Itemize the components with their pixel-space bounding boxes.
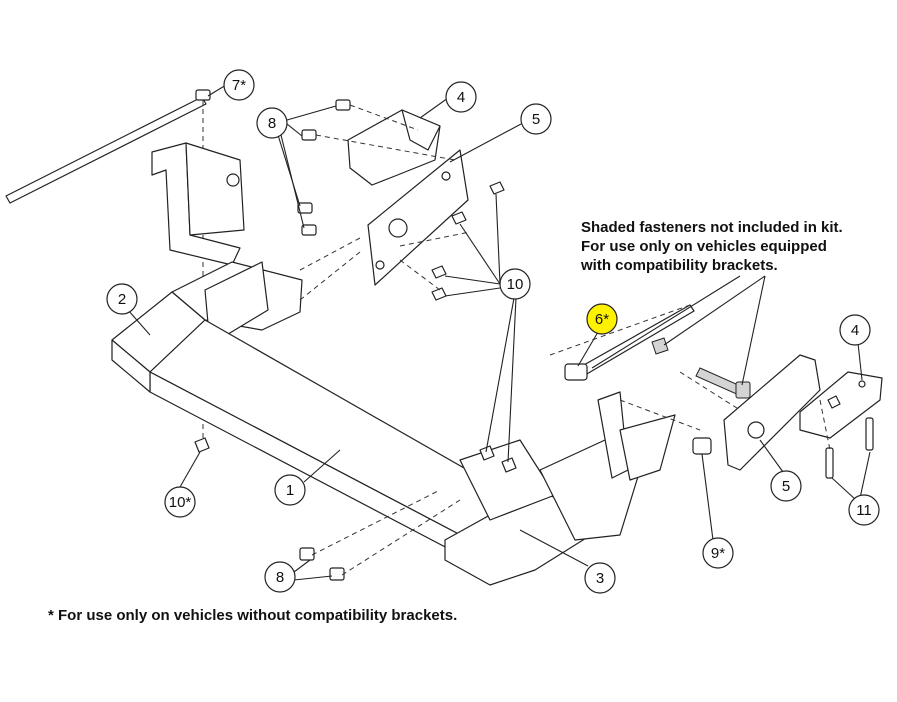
part-4-bracket-top <box>347 109 441 186</box>
callout-4-top: 4 <box>445 81 477 113</box>
nuts <box>194 181 841 473</box>
assembly-lines <box>299 104 831 576</box>
part-11-bolts <box>825 417 874 479</box>
callout-10: 10 <box>499 268 531 300</box>
note-line-2: For use only on vehicles equipped <box>581 238 827 255</box>
callout-11: 11 <box>848 494 880 526</box>
note-line-3: with compatibility brackets. <box>581 257 778 274</box>
svg-text:1: 1 <box>286 482 294 499</box>
part-4-bracket-right <box>799 371 883 439</box>
part-2-left-bracket <box>111 142 303 373</box>
svg-text:4: 4 <box>851 322 859 339</box>
svg-text:5: 5 <box>782 478 790 495</box>
svg-text:8: 8 <box>268 115 276 132</box>
callout-1: 1 <box>274 474 306 506</box>
note-line-1: Shaded fasteners not included in kit. <box>581 219 843 236</box>
svg-text:11: 11 <box>856 502 872 519</box>
callout-6: 6* <box>586 303 618 335</box>
part-3-right-bracket <box>444 391 676 586</box>
callout-3: 3 <box>584 562 616 594</box>
shaded-bolt <box>695 367 751 399</box>
part-8-bolts-bottom <box>299 547 345 581</box>
svg-text:10*: 10* <box>169 494 192 511</box>
callout-8-bottom: 8 <box>264 561 296 593</box>
callout-5-top: 5 <box>520 103 552 135</box>
svg-text:10: 10 <box>507 276 524 293</box>
callout-5-right: 5 <box>770 470 802 502</box>
svg-text:8: 8 <box>276 569 284 586</box>
svg-text:6*: 6* <box>595 311 609 328</box>
callout-4-right: 4 <box>839 314 871 346</box>
svg-text:7*: 7* <box>232 77 246 94</box>
svg-text:2: 2 <box>118 291 126 308</box>
callout-9: 9* <box>702 537 734 569</box>
compatibility-footnote: * For use only on vehicles without compa… <box>48 607 458 624</box>
leader-lines <box>127 84 871 581</box>
part-9-bolt <box>692 437 712 455</box>
part-1-crossbar <box>111 319 521 561</box>
svg-text:9*: 9* <box>711 545 725 562</box>
part-5-plate-right <box>723 354 821 471</box>
callout-10-star: 10* <box>164 486 196 518</box>
callout-8-top: 8 <box>256 107 288 139</box>
shaded-fasteners-note: Shaded fasteners not included in kit. Fo… <box>581 218 891 275</box>
callout-7: 7* <box>223 69 255 101</box>
svg-text:3: 3 <box>596 570 604 587</box>
part-8-bolts-top <box>297 99 351 236</box>
svg-text:5: 5 <box>532 111 540 128</box>
callout-2: 2 <box>106 283 138 315</box>
svg-text:4: 4 <box>457 89 465 106</box>
part-5-plate-top <box>367 149 469 286</box>
